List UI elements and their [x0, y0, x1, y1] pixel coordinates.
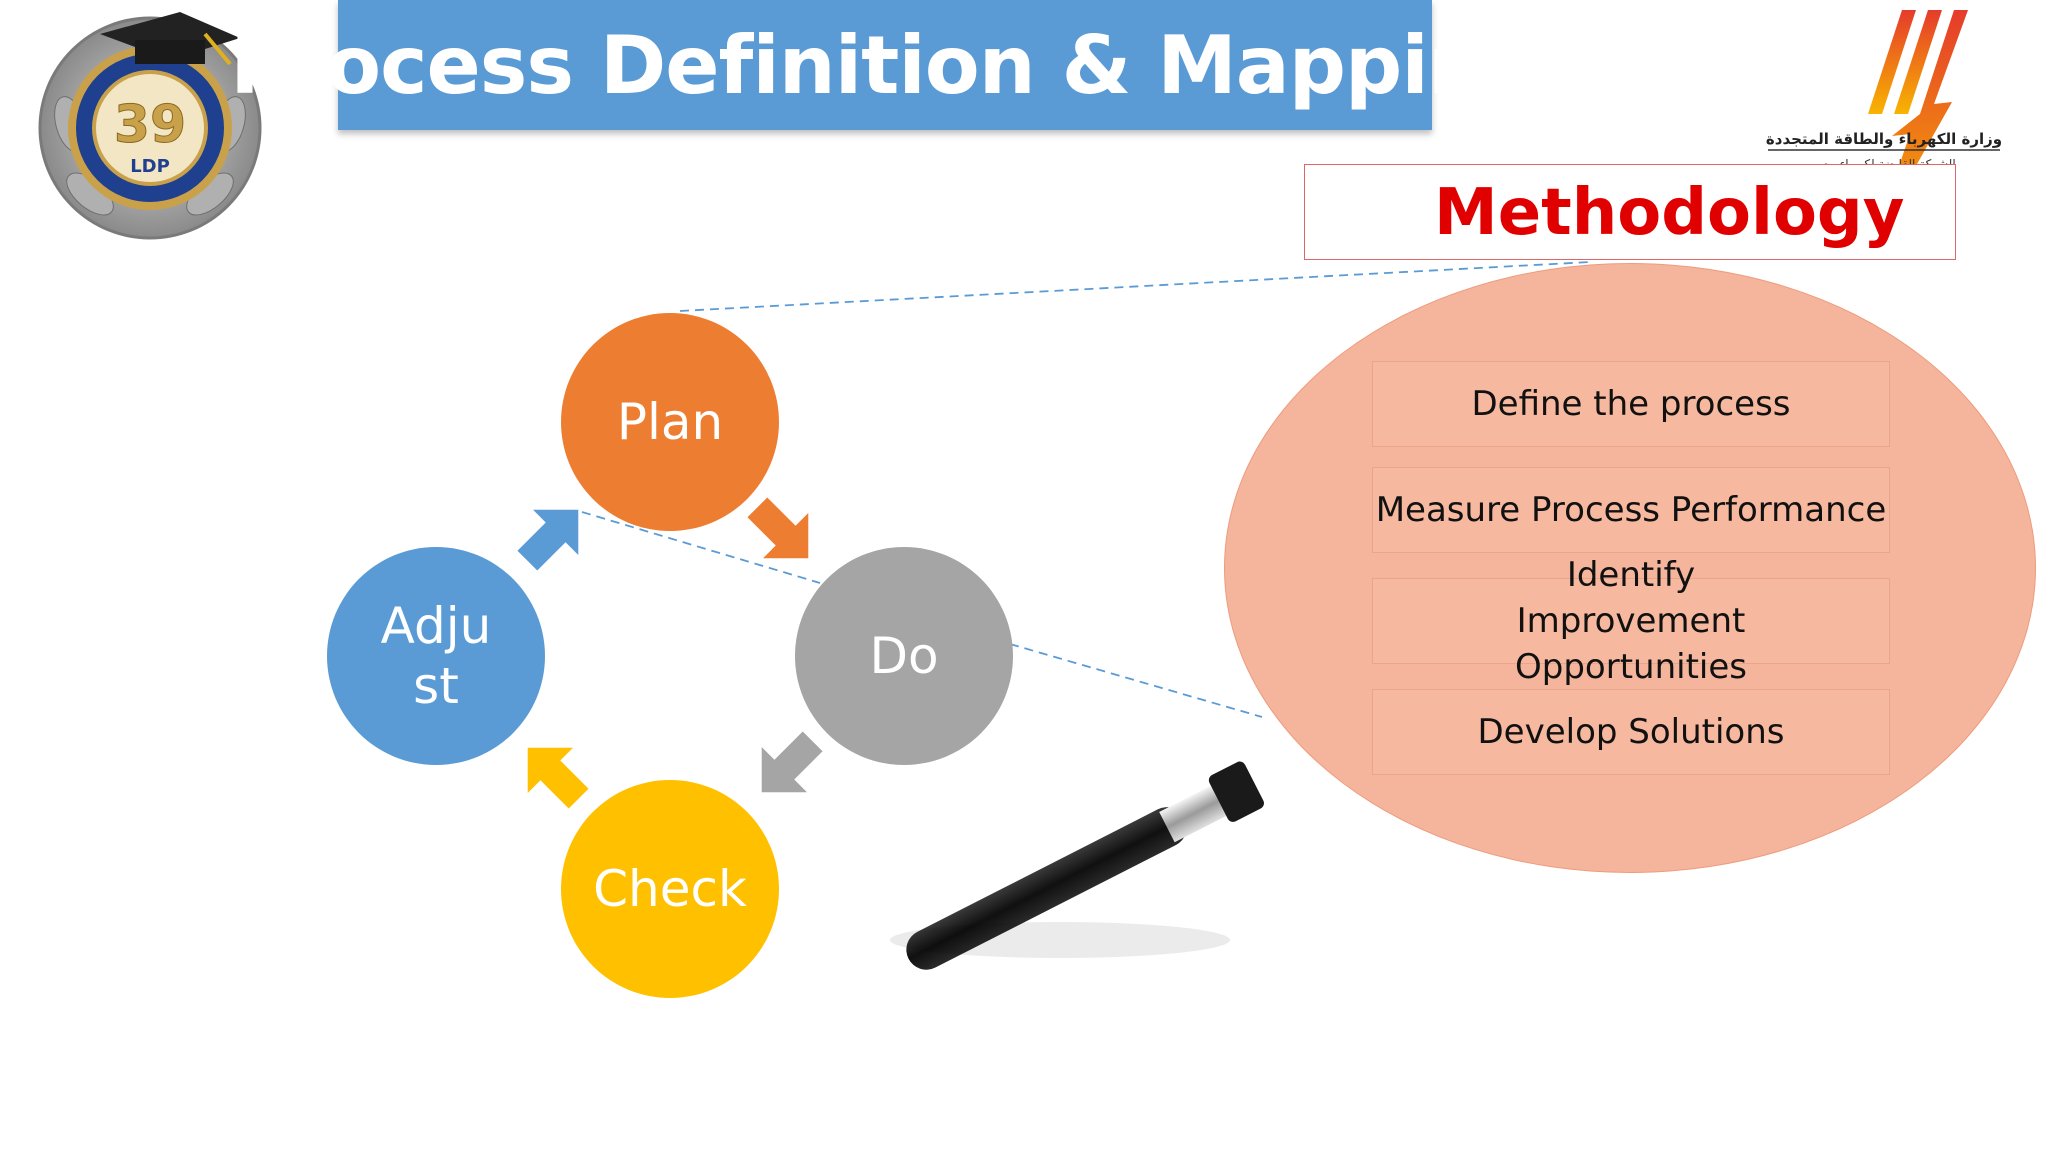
arrow-check-to-adjust	[505, 725, 601, 821]
arrow-adjust-to-plan	[505, 487, 601, 583]
cycle-step-label: Plan	[617, 392, 723, 452]
cycle-step-adjust: Adjust	[327, 547, 545, 765]
cycle-step-label: Do	[869, 626, 938, 686]
arrow-do-to-check	[739, 719, 835, 815]
cycle-step-label: Check	[593, 859, 747, 919]
cycle-step-check: Check	[561, 780, 779, 998]
cycle-step-label: Adjust	[371, 596, 501, 716]
cycle-step-do: Do	[795, 547, 1013, 765]
arrow-plan-to-do	[735, 485, 831, 581]
cycle-step-plan: Plan	[561, 313, 779, 531]
